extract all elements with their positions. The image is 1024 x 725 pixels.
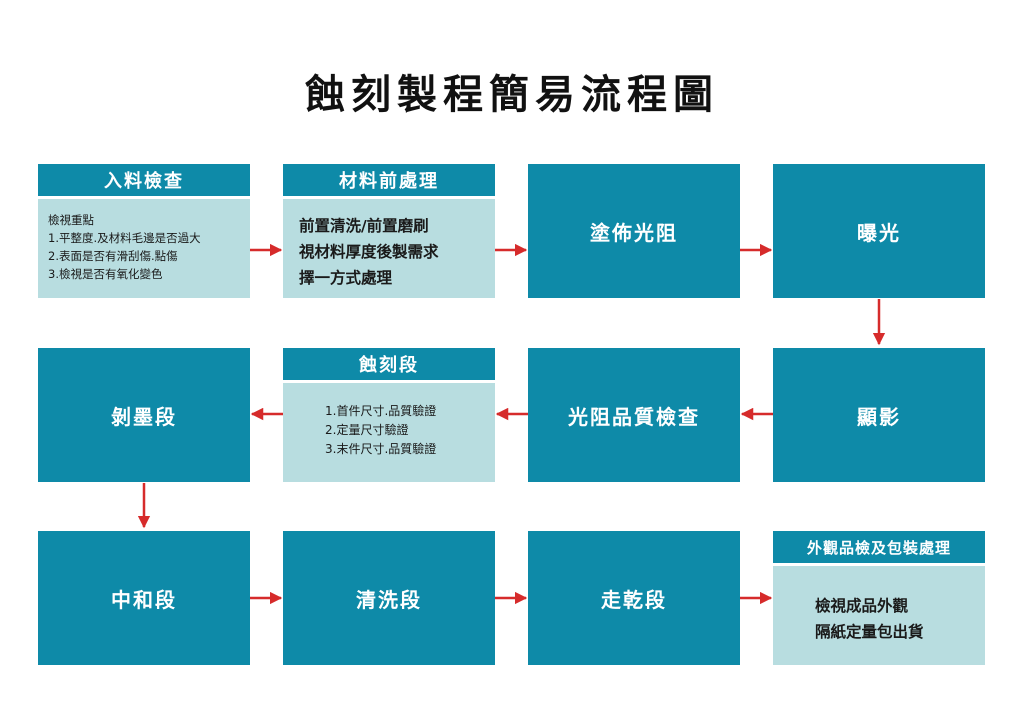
- photoresist-coating-box: 塗佈光阻: [528, 164, 740, 298]
- incoming-inspection-line: 3.檢視是否有氧化變色: [48, 267, 163, 281]
- incoming-inspection-line: 2.表面是否有滑刮傷.點傷: [48, 249, 178, 263]
- pretreatment-line: 前置清洗/前置磨刷: [299, 217, 429, 235]
- washing-box: 清洗段: [283, 531, 495, 665]
- pretreatment-line: 擇一方式處理: [299, 269, 393, 287]
- etching-title: 蝕刻段: [283, 348, 495, 383]
- packing-line: 隔紙定量包出貨: [815, 623, 924, 641]
- pretreatment-title: 材料前處理: [283, 164, 495, 199]
- packing-box: 外觀品檢及包裝處理 檢視成品外觀 隔紙定量包出貨: [773, 531, 985, 665]
- packing-line: 檢視成品外觀: [815, 597, 909, 615]
- pretreatment-line: 視材料厚度後製需求: [299, 243, 439, 261]
- exposure-box: 曝光: [773, 164, 985, 298]
- etching-line: 2.定量尺寸驗證: [325, 423, 409, 437]
- drying-box: 走乾段: [528, 531, 740, 665]
- etching-line: 1.首件尺寸.品質驗證: [325, 404, 437, 418]
- incoming-inspection-line: 1.平整度.及材料毛邊是否過大: [48, 231, 201, 245]
- pretreatment-box: 材料前處理 前置清洗/前置磨刷 視材料厚度後製需求 擇一方式處理: [283, 164, 495, 298]
- incoming-inspection-body: 檢視重點 1.平整度.及材料毛邊是否過大 2.表面是否有滑刮傷.點傷 3.檢視是…: [38, 199, 250, 298]
- resist-quality-check-box: 光阻品質檢查: [528, 348, 740, 482]
- pretreatment-body: 前置清洗/前置磨刷 視材料厚度後製需求 擇一方式處理: [283, 199, 495, 298]
- incoming-inspection-line: 檢視重點: [48, 213, 94, 227]
- developing-box: 顯影: [773, 348, 985, 482]
- etching-body: 1.首件尺寸.品質驗證 2.定量尺寸驗證 3.末件尺寸.品質驗證: [283, 383, 495, 482]
- etching-line: 3.末件尺寸.品質驗證: [325, 442, 437, 456]
- etching-box: 蝕刻段 1.首件尺寸.品質驗證 2.定量尺寸驗證 3.末件尺寸.品質驗證: [283, 348, 495, 482]
- ink-stripping-box: 剝墨段: [38, 348, 250, 482]
- packing-title: 外觀品檢及包裝處理: [773, 531, 985, 566]
- incoming-inspection-title: 入料檢查: [38, 164, 250, 199]
- incoming-inspection-box: 入料檢查 檢視重點 1.平整度.及材料毛邊是否過大 2.表面是否有滑刮傷.點傷 …: [38, 164, 250, 298]
- neutralization-box: 中和段: [38, 531, 250, 665]
- packing-body: 檢視成品外觀 隔紙定量包出貨: [773, 566, 985, 665]
- page-title: 蝕刻製程簡易流程圖: [305, 71, 719, 118]
